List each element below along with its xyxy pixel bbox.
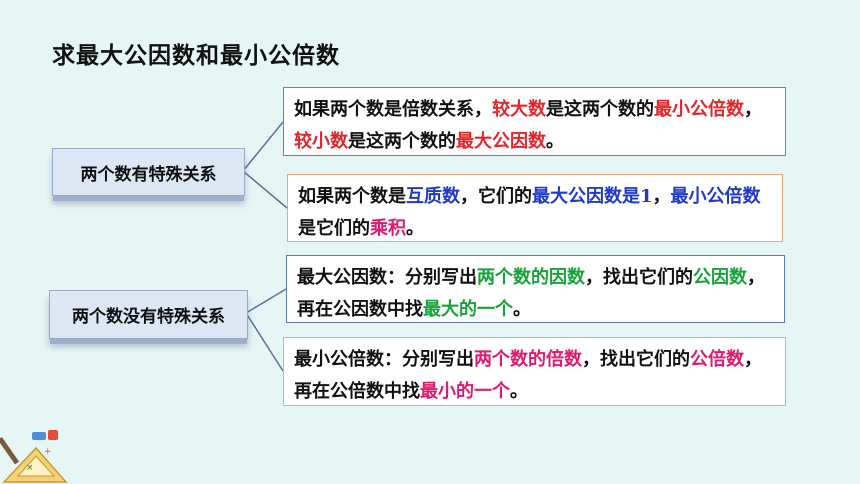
text-segment: 。 [406, 218, 424, 239]
highlight-common-multiples: 公倍数 [690, 349, 744, 370]
highlight-product: 乘积 [370, 218, 406, 239]
highlight-smaller-number: 较小数 [294, 131, 348, 152]
text-segment: 最小公倍数：分别写出 [294, 349, 474, 370]
svg-text:+: + [44, 447, 52, 457]
highlight-coprime: 互质数 [406, 186, 460, 207]
page-title: 求最大公因数和最小公倍数 [52, 42, 340, 69]
coprime-relation-box: 如果两个数是互质数，它们的最大公因数是1，最小公倍数是它们的乘积。 [287, 174, 783, 242]
highlight-largest-one: 最大的一个 [423, 299, 513, 320]
text-segment: 是它们的 [298, 218, 370, 239]
text-segment: ，找出它们的 [585, 267, 693, 288]
text-segment: 。 [546, 131, 564, 152]
highlight-multiples: 两个数的倍数 [474, 349, 582, 370]
special-relation-label: 两个数有特殊关系 [52, 148, 245, 196]
text-segment: ，找出它们的 [582, 349, 690, 370]
gcd-method-box: 最大公因数：分别写出两个数的因数，找出它们的公因数，再在公因数中找最大的一个。 [286, 255, 785, 323]
text-segment: ， [744, 99, 762, 120]
multiple-relation-box: 如果两个数是倍数关系，较大数是这两个数的最小公倍数，较小数是这两个数的最大公因数… [283, 87, 786, 156]
school-supplies-icon: + × [0, 430, 68, 483]
text-segment: 如果两个数是 [298, 186, 406, 207]
highlight-gcd: 最大公因数 [456, 131, 546, 152]
highlight-lcm: 最小公倍数 [670, 186, 761, 207]
highlight-lcm: 最小公倍数 [654, 99, 744, 120]
text-segment: ，再在公因数中找 [297, 267, 765, 320]
text-segment: 最大公因数：分别写出 [297, 267, 477, 288]
text-segment: ，再在公倍数中找 [294, 349, 762, 402]
highlight-larger-number: 较大数 [492, 99, 546, 120]
lcm-method-box: 最小公倍数：分别写出两个数的倍数，找出它们的公倍数，再在公倍数中找最小的一个。 [283, 337, 786, 406]
text-segment: 是这两个数的 [348, 131, 456, 152]
text-segment: 如果两个数是倍数关系， [294, 99, 492, 120]
highlight-smallest-one: 最小的一个 [420, 381, 510, 402]
text-segment: 。 [513, 299, 531, 320]
highlight-gcd-one: 最大公因数是1 [532, 186, 653, 207]
svg-text:×: × [26, 463, 34, 473]
highlight-factors: 两个数的因数 [477, 267, 585, 288]
text-segment: 是这两个数的 [546, 99, 654, 120]
text-segment: ，它们的 [460, 186, 532, 207]
text-segment: ， [652, 186, 671, 207]
text-segment: 。 [510, 381, 528, 402]
no-special-relation-label: 两个数没有特殊关系 [49, 290, 248, 339]
highlight-common-factors: 公因数 [693, 267, 747, 288]
